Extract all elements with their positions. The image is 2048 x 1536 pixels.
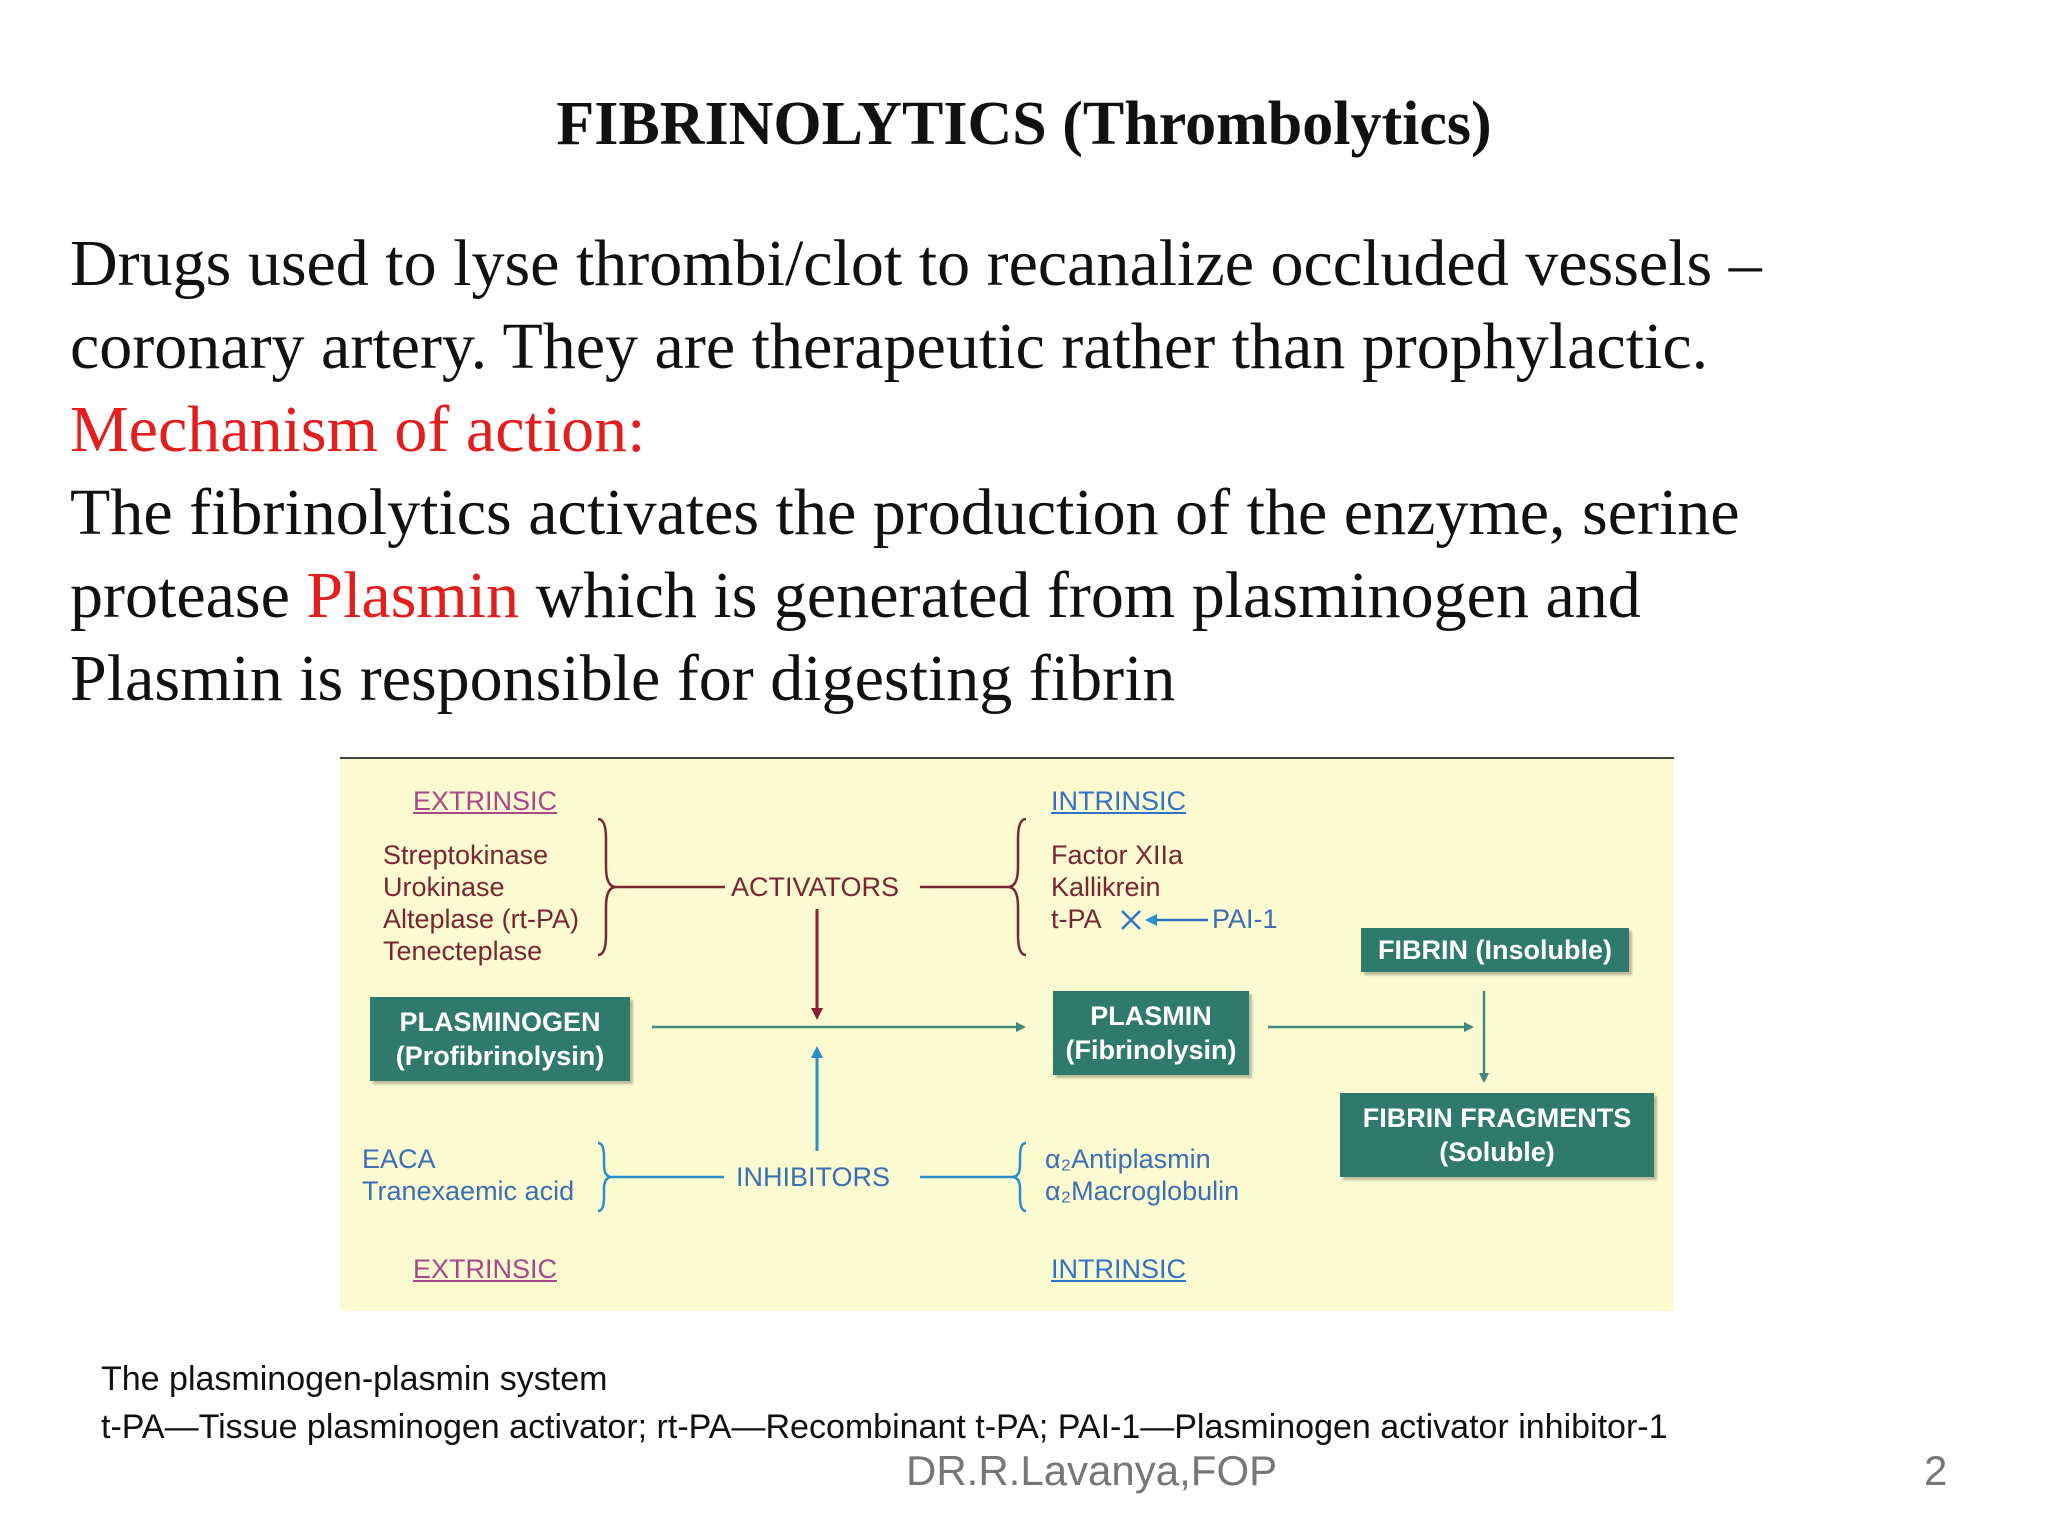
intrinsic-inhibitors-bracket (1011, 1141, 1027, 1213)
extrinsic-activator-streptokinase: Streptokinase (383, 840, 549, 870)
body-line-5-end: which is generated from plasminogen and (519, 559, 1641, 632)
extrinsic-inhibitor-eaca: EACA (362, 1144, 436, 1174)
intrinsic-activators-bracket (1007, 817, 1027, 957)
intrinsic-top-label: INTRINSIC (1051, 786, 1186, 816)
caption-title: The plasminogen-plasmin system (101, 1360, 608, 1398)
plasminogen-subtitle: (Profibrinolysin) (395, 1041, 605, 1071)
diagram-caption: The plasminogen-plasmin system t-PA—Tiss… (101, 1355, 1668, 1451)
footer-author: DR.R.Lavanya,FOP (906, 1447, 1278, 1494)
body-line-2: coronary artery. They are therapeutic ra… (70, 310, 1709, 383)
fibrin-insoluble-box: FIBRIN (Insoluble) (1361, 928, 1629, 972)
extrinsic-top-label: EXTRINSIC (413, 786, 558, 816)
intrinsic-activator-factor-xiia: Factor XIIa (1051, 840, 1184, 870)
plasmin-title: PLASMIN (1090, 1001, 1212, 1031)
fibrin-fragments-title: FIBRIN FRAGMENTS (1362, 1103, 1632, 1133)
inhibitors-label: INHIBITORS (736, 1162, 891, 1192)
plasminogen-title: PLASMINOGEN (399, 1007, 601, 1037)
intrinsic-bottom-label: INTRINSIC (1051, 1254, 1186, 1284)
extrinsic-activator-tenecteplase: Tenecteplase (383, 936, 543, 966)
body-line-5: protease Plasmin which is generated from… (70, 554, 2010, 637)
extrinsic-bottom-label: EXTRINSIC (413, 1254, 558, 1284)
extrinsic-inhibitor-tranexaemic-acid: Tranexaemic acid (362, 1176, 575, 1206)
page-number: 2 (1924, 1447, 1948, 1494)
slide-title: FIBRINOLYTICS (Thrombolytics) (556, 90, 1492, 158)
activators-label: ACTIVATORS (731, 872, 900, 902)
extrinsic-inhibitors-bracket (597, 1141, 613, 1213)
extrinsic-activator-alteplase: Alteplase (rt-PA) (383, 904, 580, 934)
body-line-4: The fibrinolytics activates the producti… (70, 476, 1740, 549)
plasminogen-plasmin-diagram: EXTRINSIC INTRINSIC Streptokinase Urokin… (340, 757, 1674, 1311)
intrinsic-activator-kallikrein: Kallikrein (1051, 872, 1161, 902)
caption-abbreviations: t-PA—Tissue plasminogen activator; rt-PA… (101, 1408, 1668, 1446)
intrinsic-activator-tpa: t-PA (1051, 904, 1102, 934)
fibrin-fragments-subtitle: (Soluble) (1439, 1137, 1555, 1167)
fibrin-fragments-box: FIBRIN FRAGMENTS (Soluble) (1340, 1093, 1654, 1177)
body-line-1: Drugs used to lyse thrombi/clot to recan… (70, 227, 1762, 300)
plasmin-box: PLASMIN (Fibrinolysin) (1053, 991, 1249, 1075)
pai-inhibition-cross (1121, 910, 1141, 930)
plasmin-subtitle: (Fibrinolysin) (1065, 1035, 1237, 1065)
plasminogen-box: PLASMINOGEN (Profibrinolysin) (370, 997, 630, 1081)
pai-1-label: PAI-1 (1212, 904, 1278, 934)
intrinsic-inhibitor-antiplasmin: α₂Antiplasmin (1045, 1144, 1211, 1174)
intrinsic-inhibitor-macroglobulin: α₂Macroglobulin (1045, 1176, 1240, 1206)
extrinsic-activator-urokinase: Urokinase (383, 872, 505, 902)
diagram-connectors (597, 817, 1489, 1213)
extrinsic-activators-bracket (597, 817, 617, 957)
mechanism-heading: Mechanism of action: (70, 393, 646, 466)
body-line-6: Plasmin is responsible for digesting fib… (70, 642, 1176, 715)
slide-body: Drugs used to lyse thrombi/clot to recan… (70, 222, 2010, 720)
body-line-5-start: protease (70, 559, 307, 632)
plasmin-highlight: Plasmin (306, 559, 520, 632)
